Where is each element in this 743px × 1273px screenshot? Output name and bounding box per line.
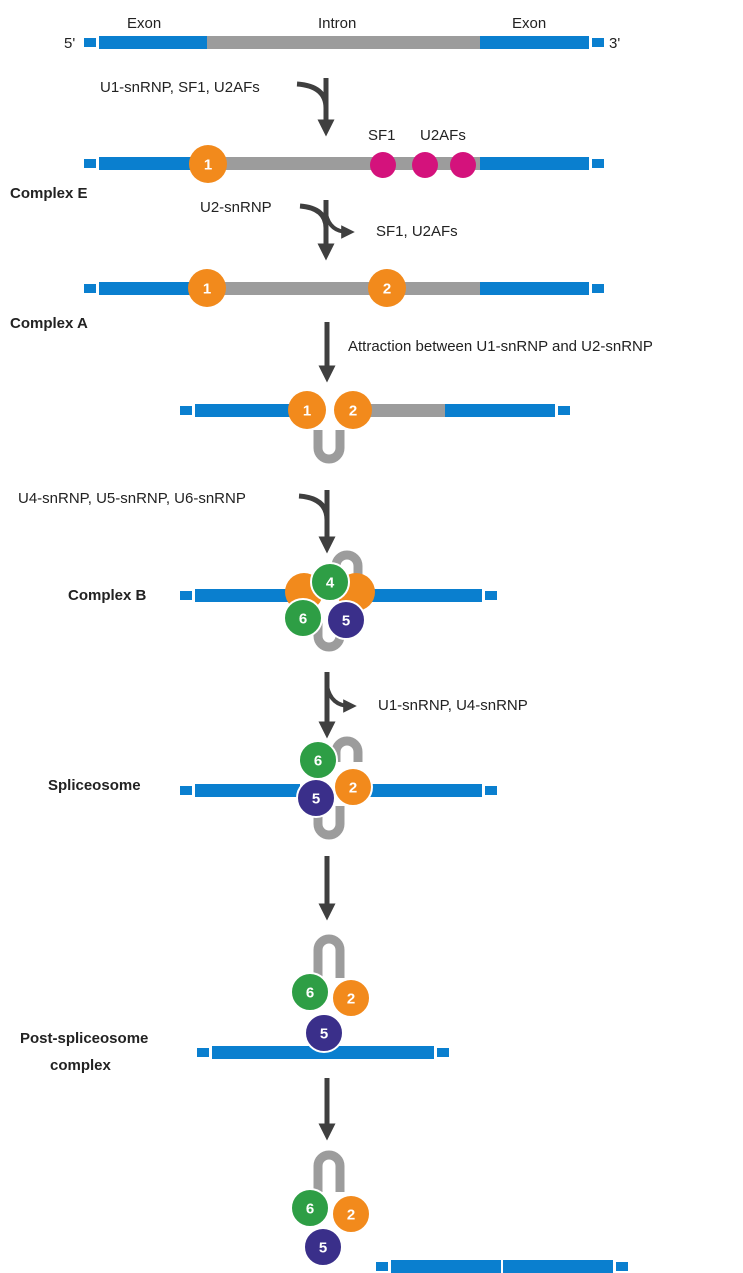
u5-snrnp: 5 <box>304 1013 344 1053</box>
post-spliceosome-label-line2: complex <box>50 1057 112 1074</box>
exon-cap-right <box>592 38 604 47</box>
svg-text:2: 2 <box>349 780 357 797</box>
u6-snrnp: 6 <box>290 1188 330 1228</box>
step1-added-label: U1-snRNP, SF1, U2AFs <box>100 79 260 96</box>
svg-text:2: 2 <box>347 991 355 1008</box>
post-spliceosome-label-line1: Post-spliceosome <box>20 1030 148 1047</box>
u1-snrnp: 1 <box>188 269 226 307</box>
u5-snrnp: 5 <box>326 600 366 640</box>
svg-text:4: 4 <box>326 575 335 592</box>
step5-arrow: U1-snRNP, U4-snRNP <box>318 672 528 739</box>
u2af-dot <box>450 152 476 178</box>
exon-right <box>480 36 589 49</box>
step5-released-label: U1-snRNP, U4-snRNP <box>378 697 528 714</box>
svg-text:5: 5 <box>312 791 320 808</box>
svg-text:6: 6 <box>306 985 314 1002</box>
svg-text:2: 2 <box>383 281 391 298</box>
intron <box>207 36 480 49</box>
exon-left-label: Exon <box>127 15 161 32</box>
u5-snrnp: 5 <box>296 778 336 818</box>
five-prime-label: 5' <box>64 35 75 52</box>
step1-arrow: U1-snRNP, SF1, U2AFs <box>100 78 335 137</box>
exon-left <box>99 36 207 49</box>
spliceosome-label: Spliceosome <box>48 777 141 794</box>
three-prime-label: 3' <box>609 35 620 52</box>
svg-text:6: 6 <box>314 753 322 770</box>
u6-snrnp: 6 <box>290 972 330 1012</box>
looped-intermediate: 1 2 <box>180 391 570 464</box>
complex-e: 1 SF1 U2AFs Complex E <box>10 127 604 202</box>
step4-arrow: U4-snRNP, U5-snRNP, U6-snRNP <box>18 490 336 554</box>
complex-b: 4 6 5 Complex B <box>68 550 497 652</box>
u2-snrnp: 2 <box>368 269 406 307</box>
intron-label: Intron <box>318 15 356 32</box>
exon-cap-left <box>84 38 96 47</box>
svg-text:6: 6 <box>306 1201 314 1218</box>
step4-added-label: U4-snRNP, U5-snRNP, U6-snRNP <box>18 490 246 507</box>
step2-arrow: U2-snRNP SF1, U2AFs <box>200 199 458 261</box>
spliced-mrna <box>376 1260 628 1273</box>
step2-released-label: SF1, U2AFs <box>376 223 458 240</box>
complex-a: 1 2 Complex A <box>10 269 604 332</box>
u2af-dot <box>412 152 438 178</box>
svg-text:6: 6 <box>299 611 307 628</box>
svg-text:2: 2 <box>347 1207 355 1224</box>
u2-snrnp: 2 <box>333 767 373 807</box>
sf1-dot <box>370 152 396 178</box>
step3-note: Attraction between U1-snRNP and U2-snRNP <box>348 338 653 355</box>
pre-mrna: Exon Intron Exon 5' 3' <box>64 15 620 52</box>
u2-snrnp: 2 <box>334 391 372 429</box>
released-complex: 6 2 5 <box>290 1150 371 1267</box>
u1-snrnp: 1 <box>288 391 326 429</box>
u5-snrnp: 5 <box>303 1227 343 1267</box>
svg-text:5: 5 <box>319 1240 327 1257</box>
u2-snrnp: 2 <box>331 1194 371 1234</box>
sf1-label: SF1 <box>368 127 396 144</box>
u2-snrnp: 2 <box>331 978 371 1018</box>
svg-text:1: 1 <box>303 403 311 420</box>
u6-snrnp: 6 <box>298 740 338 780</box>
step3-arrow: Attraction between U1-snRNP and U2-snRNP <box>318 322 653 383</box>
svg-text:2: 2 <box>349 403 357 420</box>
svg-text:5: 5 <box>320 1026 328 1043</box>
post-spliceosome-complex: 6 2 5 Post-spliceosome complex <box>20 934 449 1074</box>
exon-right-label: Exon <box>512 15 546 32</box>
svg-text:5: 5 <box>342 613 350 630</box>
u2afs-label: U2AFs <box>420 127 466 144</box>
svg-text:1: 1 <box>204 157 212 174</box>
spliceosome: 6 2 5 Spliceosome <box>48 736 497 840</box>
complex-b-label: Complex B <box>68 587 147 604</box>
u4-snrnp: 4 <box>310 562 350 602</box>
complex-a-label: Complex A <box>10 315 88 332</box>
complex-e-label: Complex E <box>10 185 88 202</box>
svg-text:1: 1 <box>203 281 211 298</box>
u1-snrnp: 1 <box>189 145 227 183</box>
u6-snrnp: 6 <box>283 598 323 638</box>
step2-added-label: U2-snRNP <box>200 199 272 216</box>
